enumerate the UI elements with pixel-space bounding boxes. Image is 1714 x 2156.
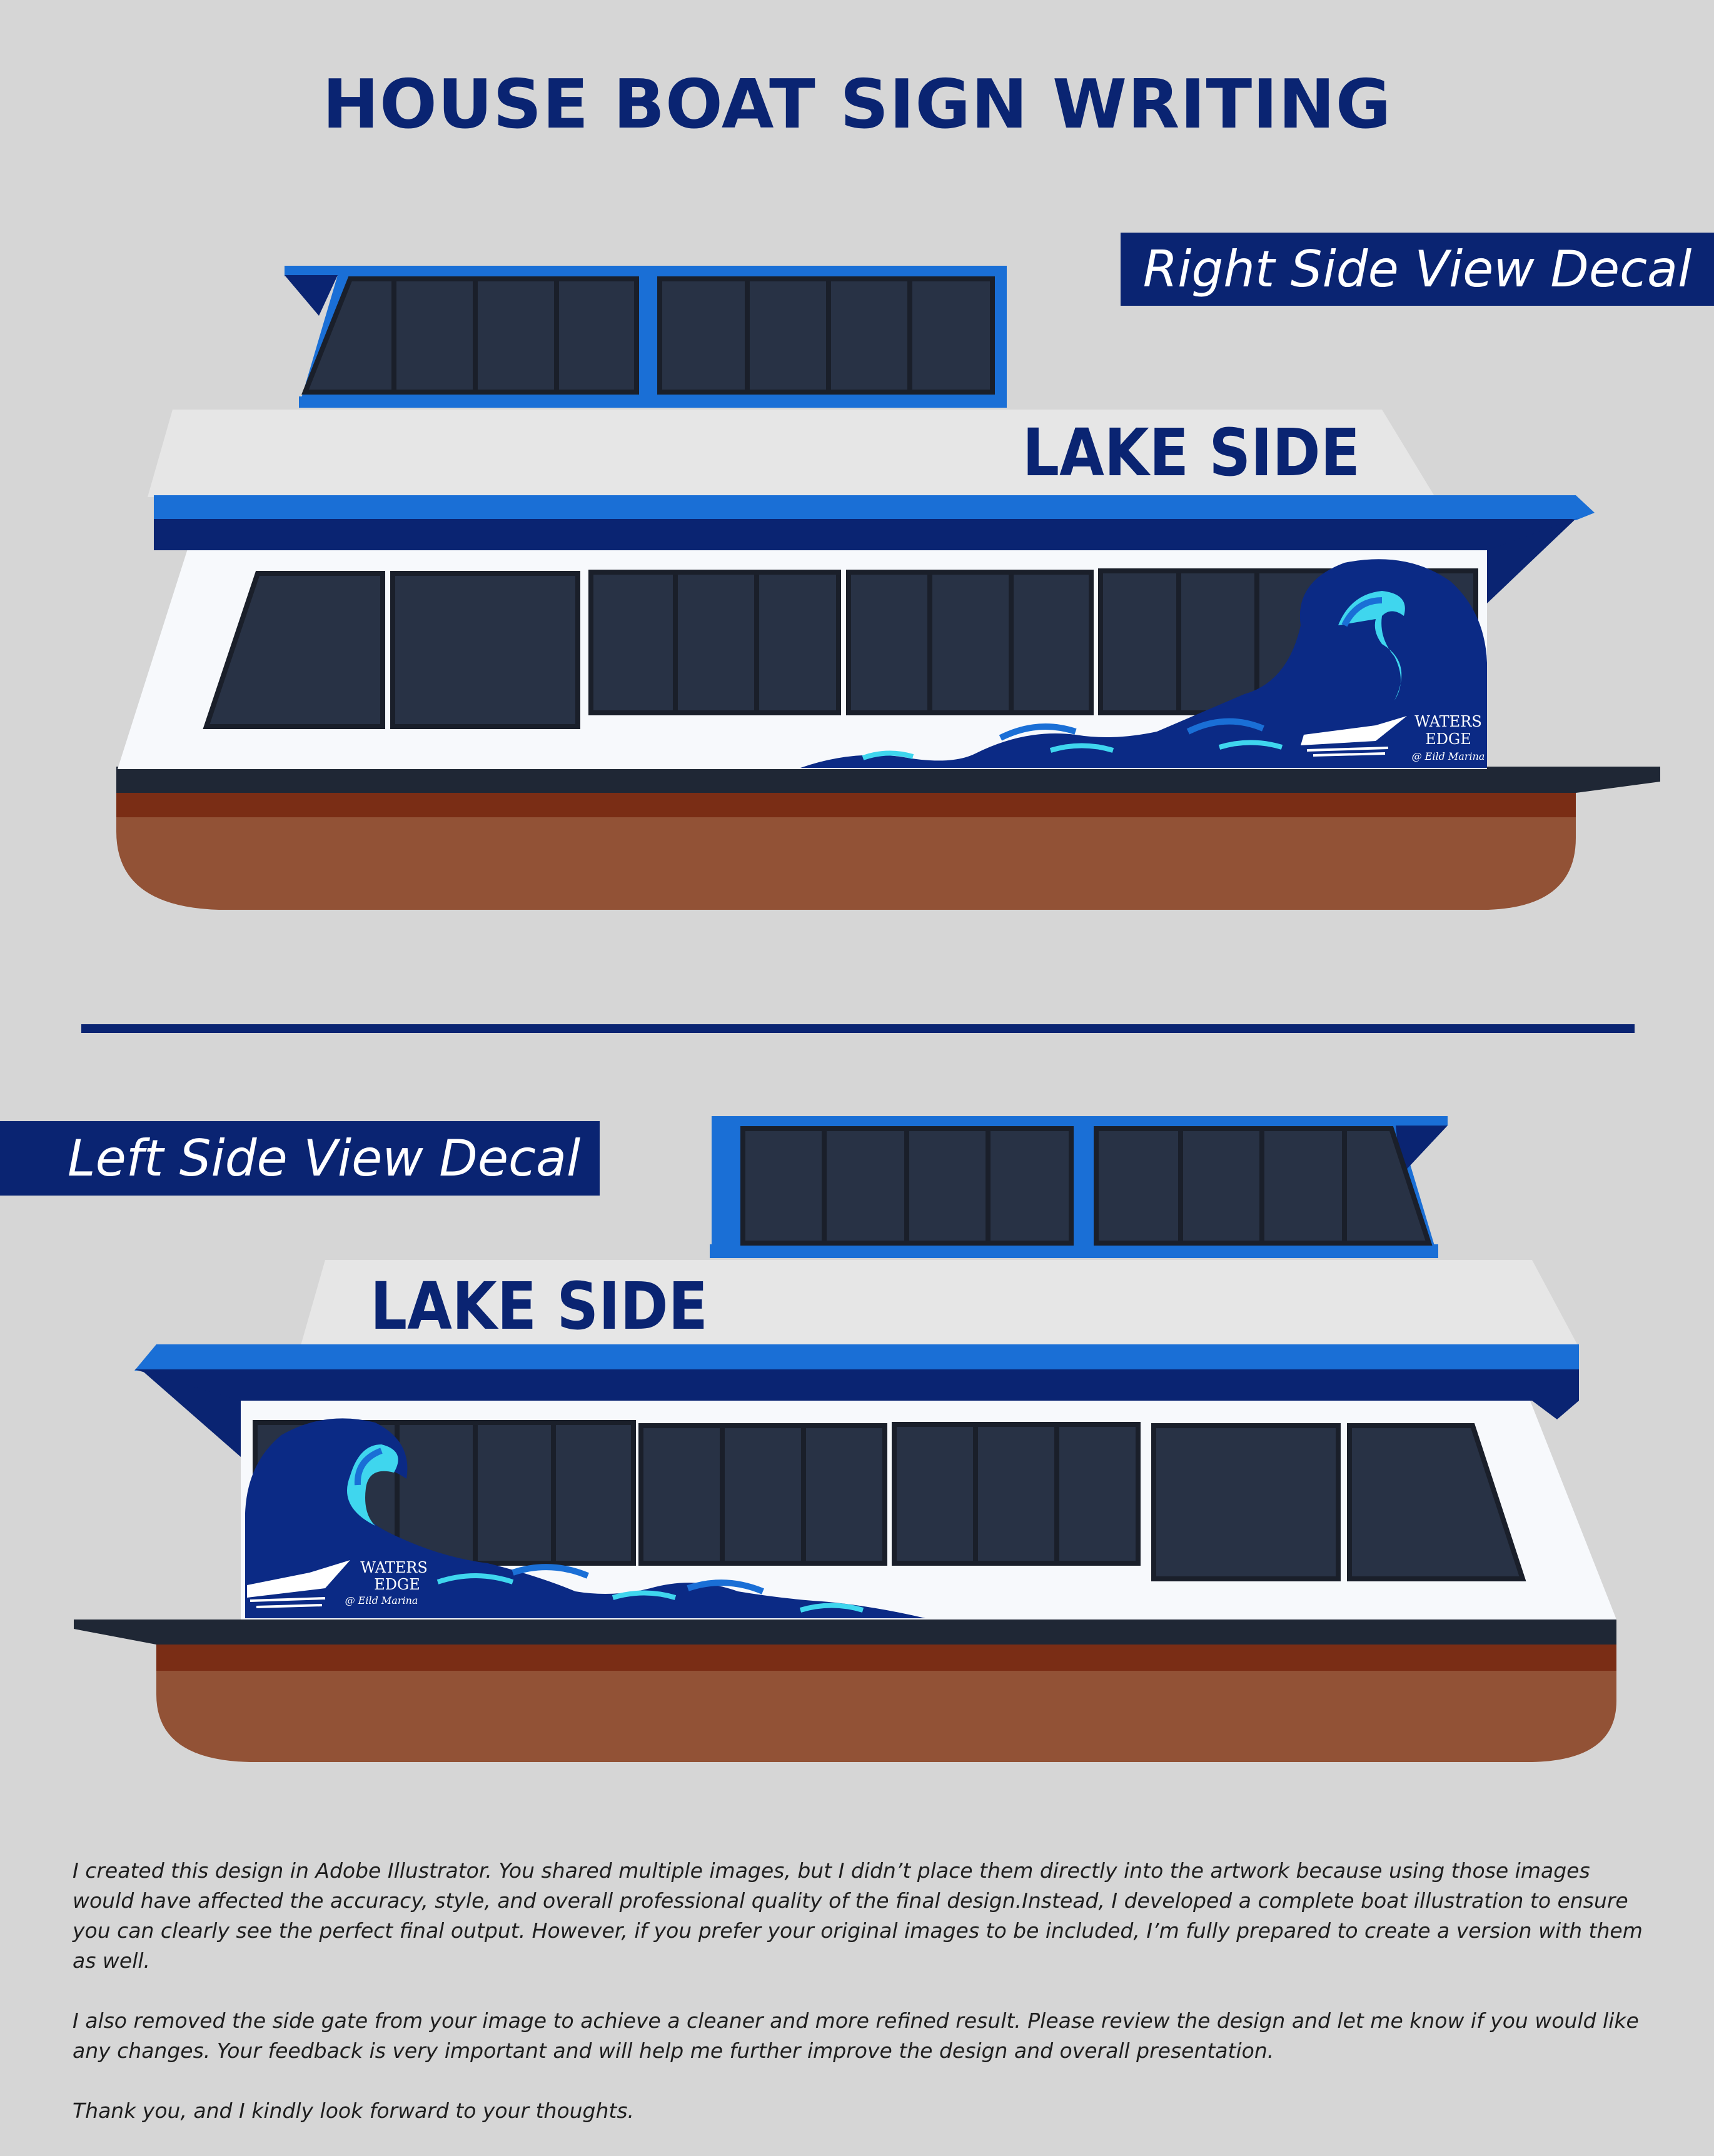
boat-name-lettering: LAKE SIDE	[370, 1268, 708, 1344]
wave-decal	[800, 559, 1487, 768]
deck-rail	[116, 767, 1660, 793]
right-side-view-label: Right Side View Decal	[1121, 233, 1714, 306]
upper-deck-panel	[300, 1260, 1579, 1348]
page-title: HOUSE BOAT SIGN WRITING	[322, 66, 1392, 144]
note-paragraph: Thank you, and I kindly look forward to …	[73, 2098, 635, 2123]
note-paragraph: I also removed the side gate from your i…	[73, 2008, 1639, 2063]
logo-line-1: WATERS	[1414, 713, 1482, 730]
deck-rail	[74, 1620, 1616, 1645]
hull	[156, 1631, 1616, 1762]
left-side-view-label: Left Side View Decal	[0, 1121, 600, 1196]
wave-decal	[245, 1418, 925, 1618]
waters-edge-logo: WATERS EDGE @ Eild Marina	[247, 1559, 428, 1608]
waters-edge-logo: WATERS EDGE @ Eild Marina	[1301, 713, 1485, 762]
section-divider	[81, 1024, 1635, 1033]
logo-line-2: EDGE	[1425, 730, 1471, 748]
right-side-boat-illustration: WATERS EDGE @ Eild Marina LAKE SIDE	[116, 266, 1660, 910]
roof-shadow	[1487, 516, 1579, 603]
roof-trim	[154, 495, 1595, 520]
hull	[116, 767, 1576, 910]
top-cabin-windows	[740, 1126, 1433, 1246]
logo-line-1: WATERS	[360, 1559, 428, 1576]
roof-trim	[134, 1344, 1579, 1371]
main-cabin-windows	[203, 568, 1478, 729]
logo-line-3: @ Eild Marina	[345, 1594, 418, 1606]
boat-name-lettering: LAKE SIDE	[1022, 415, 1360, 491]
logo-line-3: @ Eild Marina	[1412, 750, 1485, 762]
top-cabin-windows	[301, 276, 995, 395]
upper-deck-panel	[148, 410, 1435, 497]
left-side-boat-illustration: WATERS EDGE @ Eild Marina LAKE SIDE	[74, 1116, 1616, 1762]
note-paragraph: I created this design in Adobe Illustrat…	[73, 1858, 1643, 1973]
logo-line-2: EDGE	[374, 1576, 420, 1593]
designer-notes: I created this design in Adobe Illustrat…	[73, 1856, 1655, 2156]
